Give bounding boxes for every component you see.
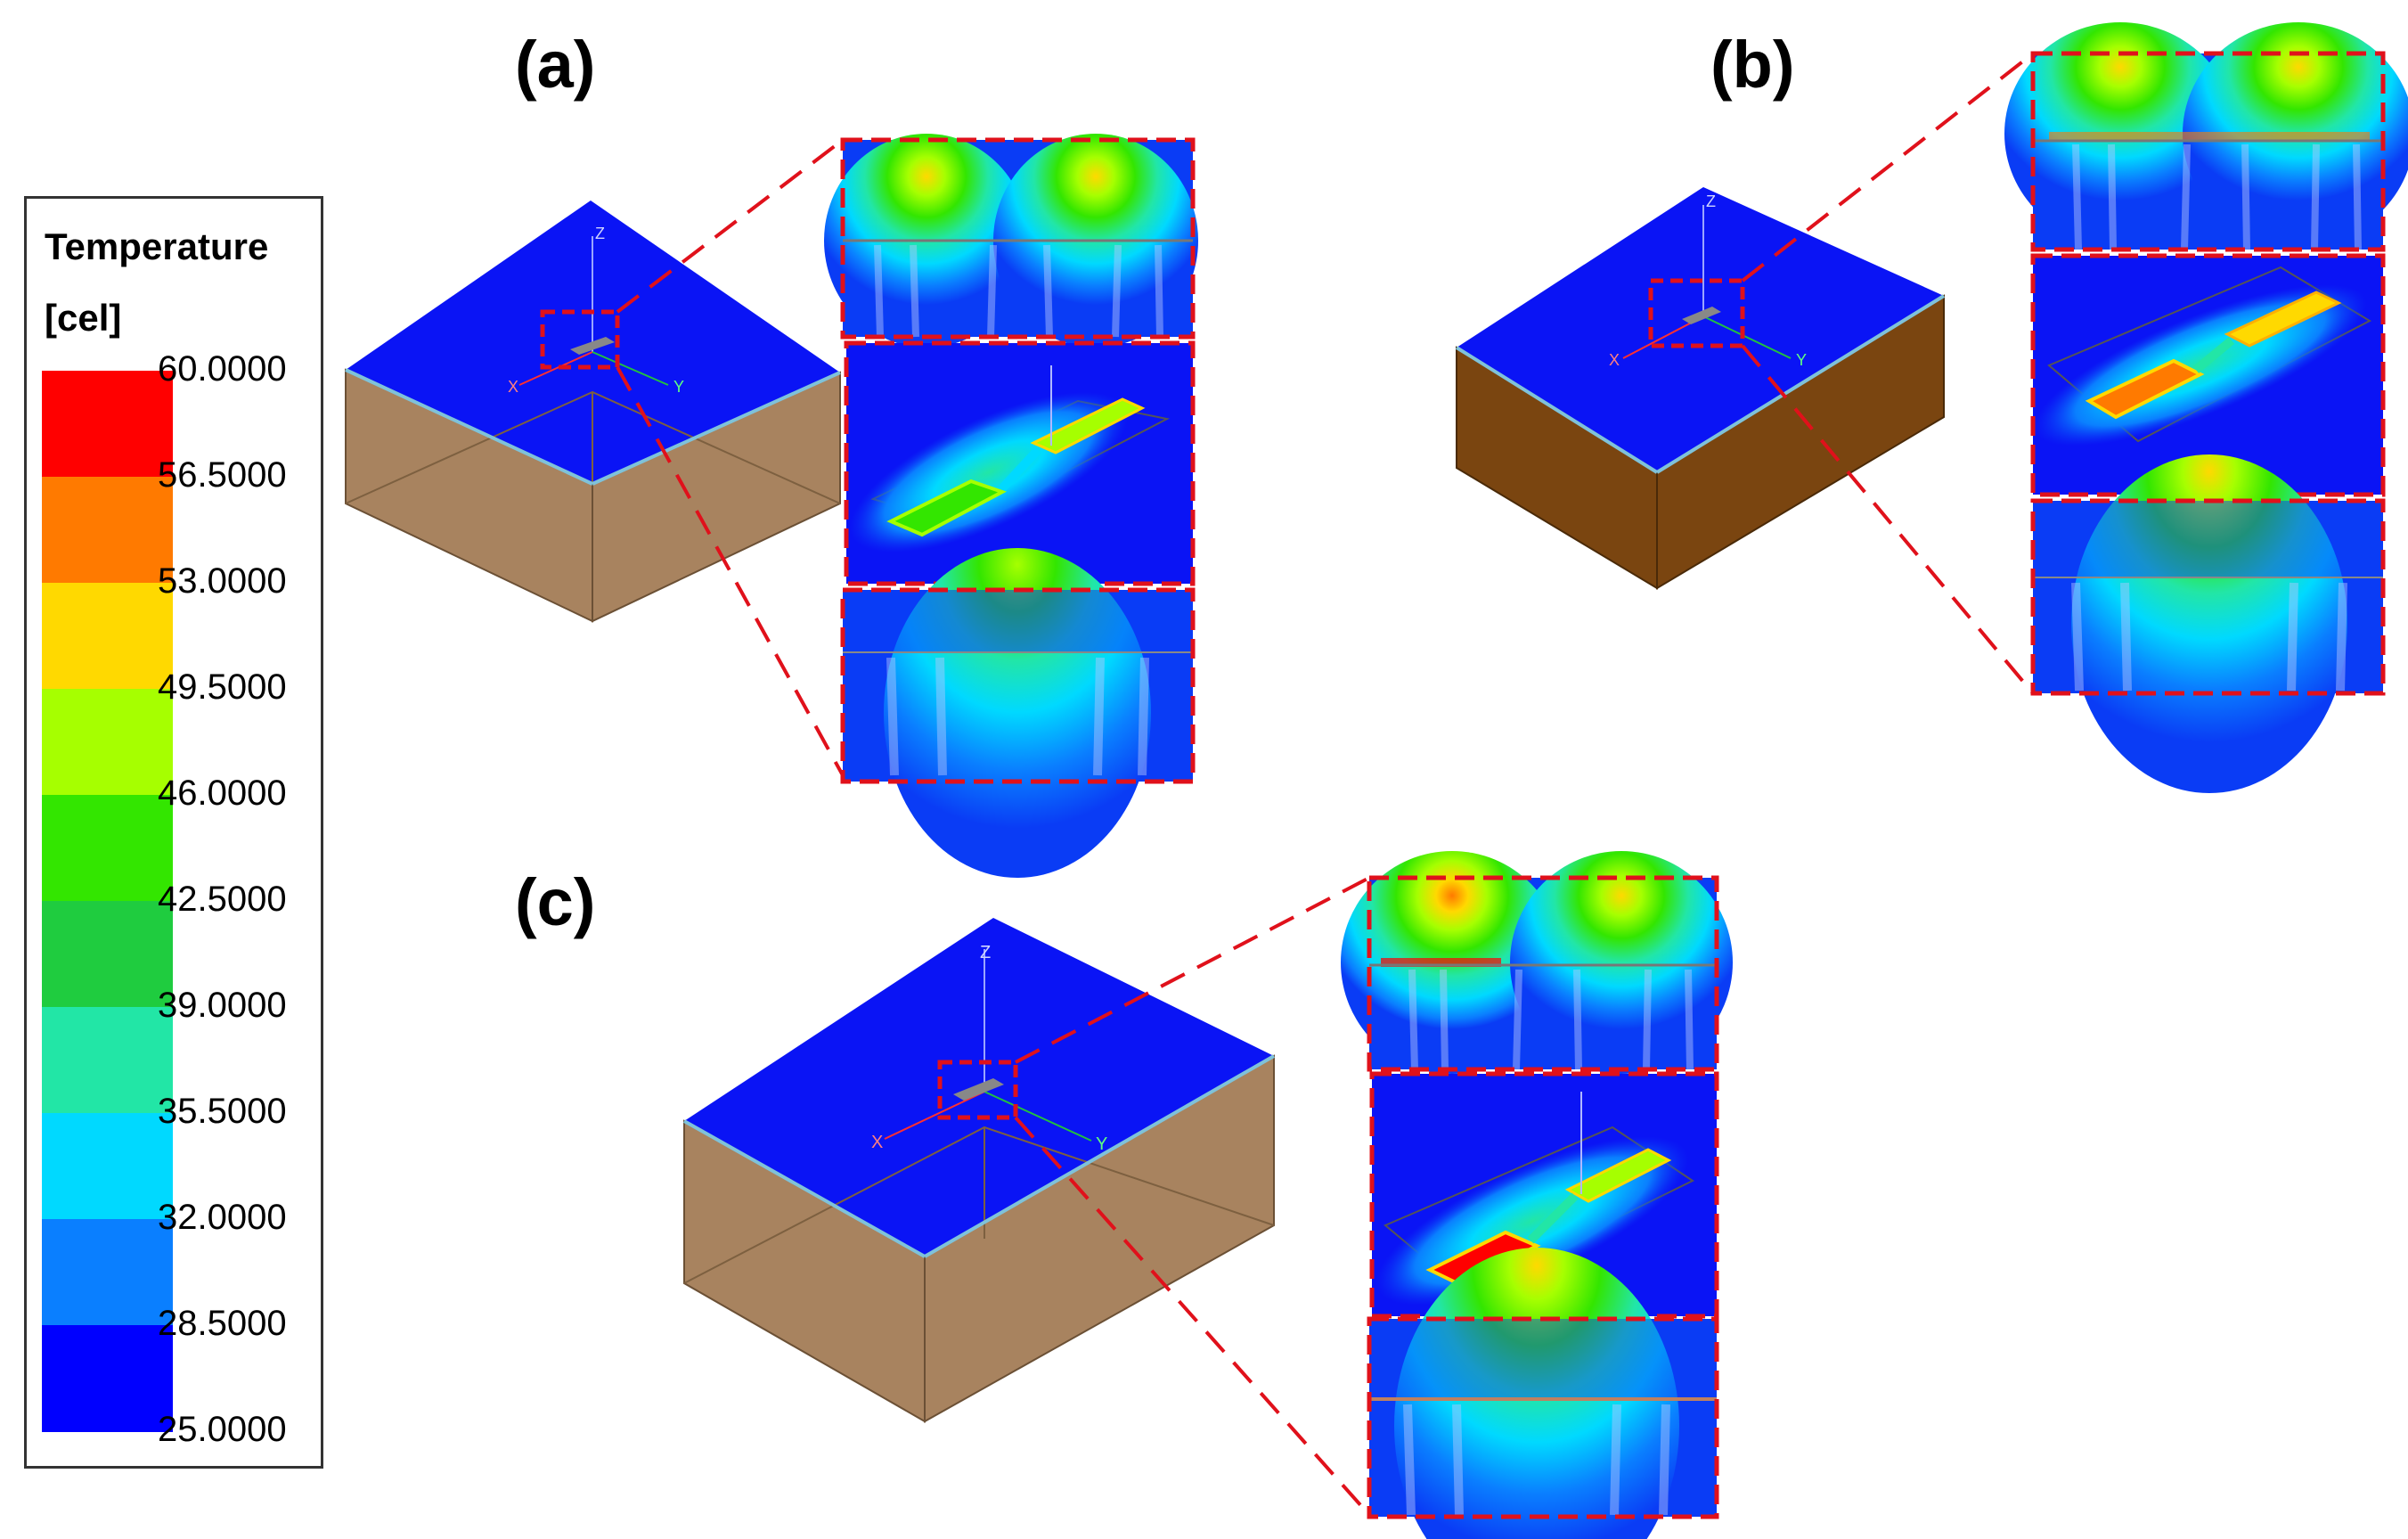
legend-color-bar bbox=[42, 371, 173, 1432]
legend-title: Temperature bbox=[45, 225, 269, 267]
panel-label-c: (c) bbox=[515, 865, 596, 939]
panel-a-axis-z: Z bbox=[595, 225, 605, 242]
legend-color-swatch bbox=[42, 1219, 173, 1326]
legend-unit: [cel] bbox=[45, 297, 122, 339]
panel-c-callout-line-bottom bbox=[1014, 1116, 1371, 1517]
panel-b-inset-cross-section bbox=[2004, 22, 2408, 252]
legend-color-swatch bbox=[42, 689, 173, 796]
legend-color-swatch bbox=[42, 795, 173, 902]
legend-color-swatch bbox=[42, 1113, 173, 1220]
legend-tick-label: 32.0000 bbox=[158, 1198, 287, 1237]
panel-c-axis-x: X bbox=[871, 1133, 883, 1152]
panel-b-zoom-region bbox=[1648, 278, 1745, 348]
panel-c-axes: Z X Y bbox=[871, 943, 1107, 1154]
panel-a-axes: Z X Y bbox=[508, 225, 684, 396]
panel-label-a: (a) bbox=[515, 28, 596, 102]
panel-c-box bbox=[683, 918, 1275, 1423]
panel-a-zoom-region bbox=[540, 309, 620, 370]
legend-tick-label: 25.0000 bbox=[158, 1410, 287, 1449]
panel-b-box bbox=[1455, 187, 1946, 590]
panel-c-axis-z: Z bbox=[980, 943, 991, 962]
panel-c-axis-y: Y bbox=[1096, 1134, 1107, 1154]
panel-b-axis-z: Z bbox=[1706, 192, 1716, 210]
legend-tick-label: 53.0000 bbox=[158, 561, 287, 601]
temperature-legend: Temperature [cel] 60.0000 56.5000 53.0000 4… bbox=[24, 196, 323, 1469]
panel-c-inset-cross-section bbox=[1341, 851, 1733, 1074]
legend-tick-label: 56.5000 bbox=[158, 455, 287, 495]
legend-color-swatch bbox=[42, 583, 173, 690]
legend-tick-label: 28.5000 bbox=[158, 1304, 287, 1343]
panel-a-axis-x: X bbox=[508, 378, 518, 396]
legend-color-swatch bbox=[42, 1007, 173, 1114]
panel-a-inset-3d-view bbox=[844, 340, 1196, 586]
legend-tick-label: 60.0000 bbox=[158, 349, 287, 389]
panel-b-axis-x: X bbox=[1609, 351, 1620, 369]
legend-color-swatch bbox=[42, 477, 173, 584]
panel-a-axis-y: Y bbox=[673, 378, 684, 396]
panel-c-zoom-region bbox=[937, 1060, 1018, 1120]
panel-a-callout-line-bottom bbox=[616, 366, 845, 776]
legend-tick-label: 39.0000 bbox=[158, 986, 287, 1025]
panel-label-b: (b) bbox=[1710, 28, 1795, 102]
legend-color-swatch bbox=[42, 371, 173, 478]
panel-a-callout-line-top bbox=[616, 138, 845, 314]
panel-a-inset-plume bbox=[840, 548, 1196, 878]
panel-b-callout-line-top bbox=[1741, 52, 2035, 282]
panel-b-callout-line-bottom bbox=[1741, 344, 2035, 695]
legend-color-swatch bbox=[42, 901, 173, 1008]
legend-tick-label: 46.0000 bbox=[158, 774, 287, 813]
panel-b-axis-y: Y bbox=[1796, 351, 1807, 369]
legend-tick-label: 35.5000 bbox=[158, 1092, 287, 1131]
legend-color-swatch bbox=[42, 1325, 173, 1432]
panel-c-callout-line-top bbox=[1015, 876, 1370, 1064]
panel-a-inset-cross-section bbox=[824, 134, 1198, 348]
legend-tick-label: 49.5000 bbox=[158, 667, 287, 707]
panel-c-inset-plume bbox=[1367, 1248, 1719, 1539]
panel-b-inset-plume bbox=[2030, 454, 2386, 793]
legend-tick-label: 42.5000 bbox=[158, 880, 287, 919]
panel-b-axes: Z X Y bbox=[1609, 192, 1807, 369]
